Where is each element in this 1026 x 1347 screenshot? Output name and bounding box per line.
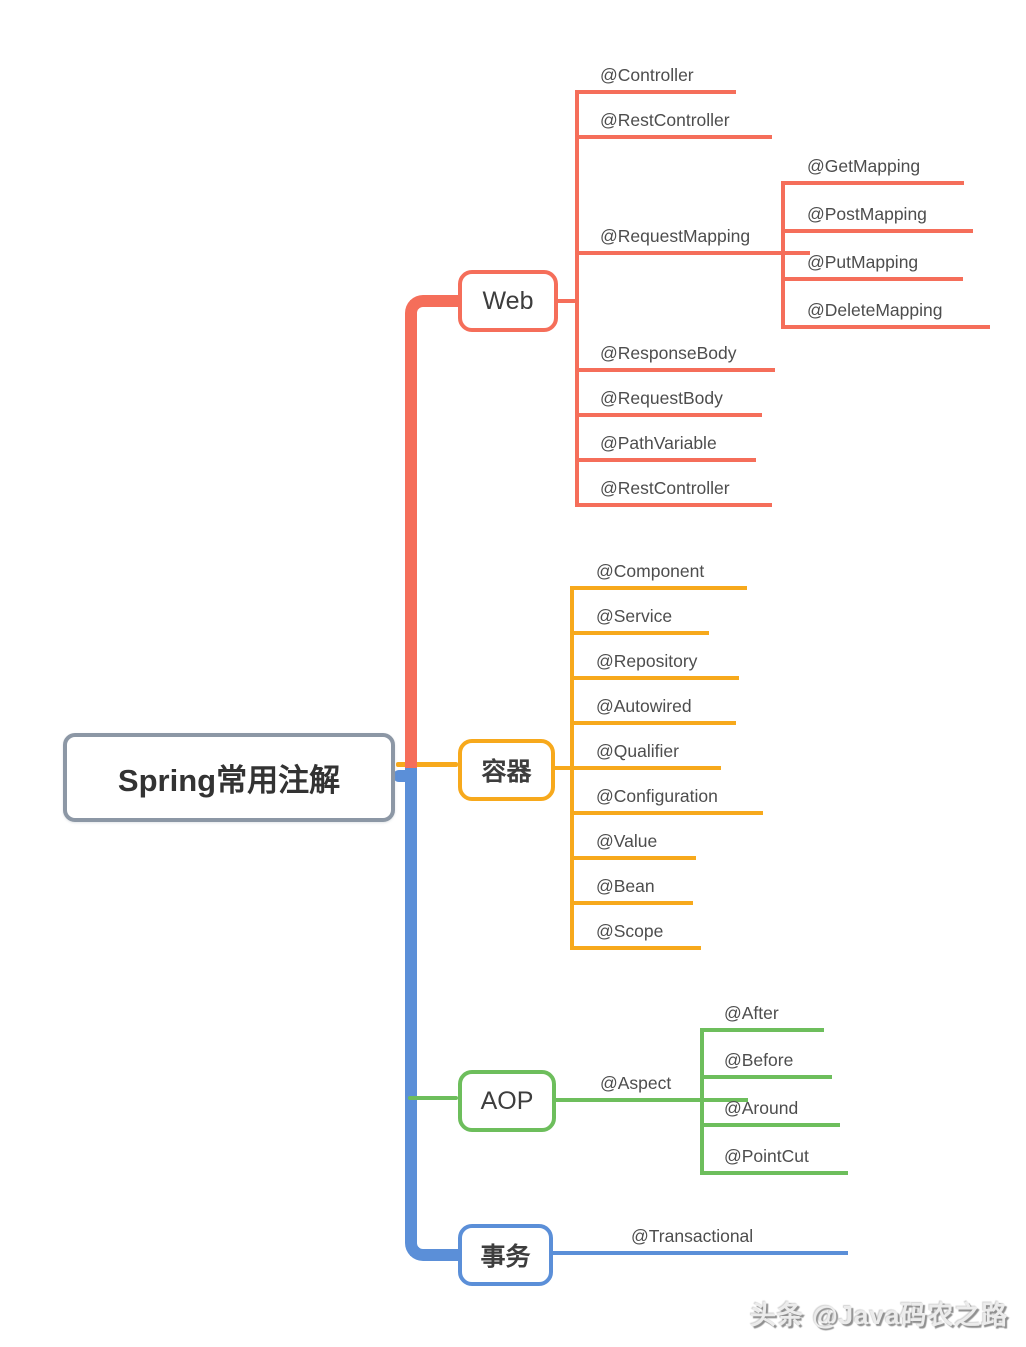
topic-autowired[interactable]: @Autowired (570, 689, 736, 725)
topic-label: @Qualifier (596, 740, 679, 761)
web-branch-spine (575, 90, 579, 507)
topic-label: @RequestBody (600, 387, 723, 408)
topic-label: @RequestMapping (600, 225, 751, 246)
topic-label: @GetMapping (807, 155, 921, 176)
trunk-transaction-branch-line (405, 768, 458, 1261)
root-to-trunk-stub (393, 770, 409, 782)
branch-node-aop-label: AOP (480, 1086, 534, 1115)
topic-getmapping[interactable]: @GetMapping (781, 149, 964, 185)
trunk-web-branch-line (405, 295, 458, 768)
topic-label: @ResponseBody (600, 342, 737, 363)
topic-transactional[interactable]: @Transactional (553, 1219, 848, 1255)
branch-node-web[interactable]: Web (458, 270, 558, 332)
topic-label: @Transactional (631, 1225, 754, 1246)
topic-pathvariable[interactable]: @PathVariable (575, 426, 756, 462)
topic-postmapping[interactable]: @PostMapping (781, 197, 973, 233)
trunk-to-aop-connector (408, 1096, 458, 1100)
topic-label: @Bean (596, 875, 655, 896)
topic-label: @Value (596, 830, 658, 851)
topic-label: @Before (724, 1049, 794, 1070)
web-node-to-spine-connector (556, 299, 579, 303)
topic-label: @Around (724, 1097, 799, 1118)
topic-repository[interactable]: @Repository (570, 644, 739, 680)
topic-label: @PostMapping (807, 203, 927, 224)
branch-node-transaction[interactable]: 事务 (458, 1224, 553, 1286)
topic-restcontroller-2[interactable]: @RestController (575, 471, 772, 507)
topic-label: @PointCut (724, 1145, 809, 1166)
watermark-text: 头条 @Java码农之路 (750, 1300, 1009, 1330)
topic-label: @Service (596, 605, 673, 626)
topic-value[interactable]: @Value (570, 824, 696, 860)
branch-node-web-label: Web (482, 286, 534, 315)
root-node[interactable]: Spring常用注解 (63, 733, 395, 822)
branch-node-container-label: 容器 (481, 758, 532, 786)
requestmapping-spine (781, 181, 785, 329)
topic-responsebody[interactable]: @ResponseBody (575, 336, 775, 372)
branch-node-aop[interactable]: AOP (458, 1070, 556, 1132)
aspect-spine (700, 1028, 704, 1175)
root-node-label: Spring常用注解 (117, 763, 341, 798)
topic-label: @Autowired (596, 695, 692, 716)
topic-label: @DeleteMapping (807, 299, 943, 320)
topic-configuration[interactable]: @Configuration (570, 779, 763, 815)
topic-before[interactable]: @Before (700, 1043, 832, 1079)
topic-after[interactable]: @After (700, 996, 824, 1032)
topic-label: @Component (596, 560, 705, 581)
topic-pointcut[interactable]: @PointCut (700, 1139, 848, 1175)
topic-qualifier[interactable]: @Qualifier (570, 734, 721, 770)
topic-label: @PutMapping (807, 251, 919, 272)
topic-putmapping[interactable]: @PutMapping (781, 245, 963, 281)
branch-node-container[interactable]: 容器 (458, 739, 555, 801)
container-node-to-spine-connector (553, 766, 574, 770)
topic-bean[interactable]: @Bean (570, 869, 693, 905)
topic-label: @RestController (600, 109, 730, 130)
topic-label: @Aspect (600, 1072, 672, 1093)
topic-requestmapping[interactable]: @RequestMapping (575, 219, 810, 255)
topic-label: @RestController (600, 477, 730, 498)
topic-service[interactable]: @Service (570, 599, 709, 635)
topic-label: @Controller (600, 64, 694, 85)
topic-aspect[interactable]: @Aspect (556, 1066, 748, 1102)
branch-node-transaction-label: 事务 (480, 1243, 531, 1271)
topic-label: @Scope (596, 920, 664, 941)
topic-scope[interactable]: @Scope (570, 914, 701, 950)
topic-component[interactable]: @Component (570, 554, 747, 590)
topic-label: @PathVariable (600, 432, 717, 453)
topic-label: @After (724, 1002, 779, 1023)
topic-restcontroller-1[interactable]: @RestController (575, 103, 772, 139)
topic-controller[interactable]: @Controller (575, 58, 736, 94)
topic-deletemapping[interactable]: @DeleteMapping (781, 293, 990, 329)
topic-label: @Configuration (596, 785, 718, 806)
topic-requestbody[interactable]: @RequestBody (575, 381, 762, 417)
root-to-container-connector (396, 762, 458, 767)
topic-label: @Repository (596, 650, 698, 671)
topic-around[interactable]: @Around (700, 1091, 840, 1127)
